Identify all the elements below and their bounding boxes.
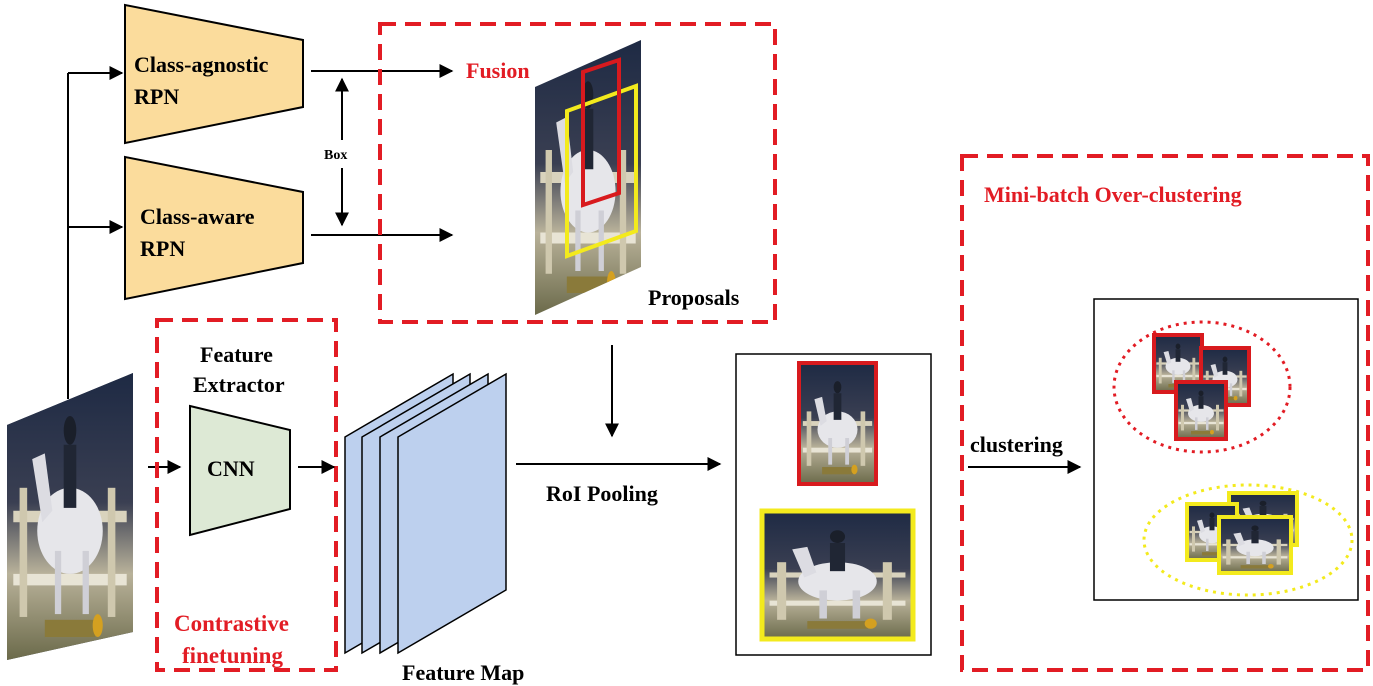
feature-extractor-label-line1: Feature xyxy=(200,342,273,367)
red-cluster-thumbnails xyxy=(1152,333,1251,441)
red-roi-crop xyxy=(797,361,878,486)
roi-pooling-label: RoI Pooling xyxy=(546,481,658,506)
input-image xyxy=(7,373,133,660)
yellow-roi-crop xyxy=(759,508,916,642)
red-cluster-ellipse xyxy=(1112,320,1292,454)
input-branch-lines xyxy=(67,66,182,474)
cnn-block xyxy=(189,404,291,537)
fusion-label: Fusion xyxy=(466,58,530,83)
over-clustering-label: Mini-batch Over-clustering xyxy=(984,182,1242,207)
class-agnostic-rpn-label-line1: Class-agnostic xyxy=(134,52,269,77)
class-agnostic-rpn-block xyxy=(124,3,304,145)
over-clustering-dashed-box xyxy=(960,154,1370,672)
class-aware-rpn-label-line2: RPN xyxy=(140,236,185,261)
yellow-cluster-ellipse xyxy=(1142,483,1354,597)
clustering-label: clustering xyxy=(970,432,1063,457)
contrastive-finetuning-dashed-box xyxy=(155,318,338,672)
proposals-label: Proposals xyxy=(648,285,740,310)
class-aware-rpn-label-line1: Class-aware xyxy=(140,204,255,229)
yellow-cluster-thumbnails xyxy=(1185,491,1299,575)
class-aware-rpn-block xyxy=(124,155,304,301)
feature-extractor-label-line2: Extractor xyxy=(193,372,285,397)
feature-map-stack xyxy=(344,372,507,655)
proposal-image xyxy=(535,40,641,315)
contrastive-label-line1: Contrastive xyxy=(174,611,289,636)
cnn-label: CNN xyxy=(207,456,255,481)
contrastive-label-line2: finetuning xyxy=(182,643,283,668)
box-label: Box xyxy=(324,148,347,163)
class-agnostic-rpn-label-line2: RPN xyxy=(134,84,179,109)
feature-map-label: Feature Map xyxy=(402,660,524,685)
fusion-dashed-box xyxy=(378,22,777,324)
